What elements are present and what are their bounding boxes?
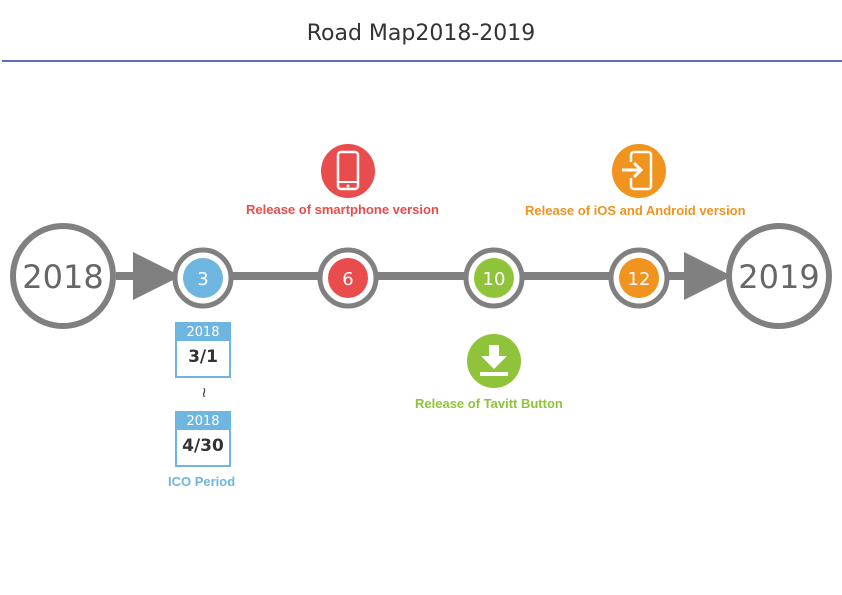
- page-title: Road Map2018-2019: [306, 21, 536, 46]
- ico-end-year: 2018: [177, 413, 229, 430]
- milestone-6-label: 6: [342, 269, 353, 290]
- smartphone-icon: [321, 144, 375, 198]
- download-icon: [467, 334, 521, 388]
- event-ios-android-label: Release of iOS and Android version: [525, 203, 746, 218]
- ico-end-calendar: 2018 4/30: [175, 411, 231, 467]
- milestone-12-label: 12: [628, 269, 651, 290]
- milestone-3-dot: [183, 258, 223, 298]
- milestone-10: 10: [463, 247, 525, 309]
- milestone-10-label: 10: [483, 269, 506, 290]
- event-tavitt-label: Release of Tavitt Button: [415, 396, 563, 411]
- milestone-10-dot: [474, 258, 514, 298]
- end-year-circle: [726, 223, 832, 329]
- start-year-circle: [10, 223, 116, 329]
- start-year-label: 2018: [22, 258, 103, 296]
- app-login-icon: [612, 144, 666, 198]
- ico-start-calendar: 2018 3/1: [175, 322, 231, 378]
- ico-start-date: 3/1: [188, 347, 218, 367]
- milestone-3: 3: [172, 247, 234, 309]
- milestone-6-dot: [328, 258, 368, 298]
- ico-end-date: 4/30: [182, 436, 224, 456]
- ico-range-separator: ~: [193, 387, 214, 398]
- milestone-12-dot: [619, 258, 659, 298]
- milestone-6: 6: [317, 247, 379, 309]
- end-year-label: 2019: [738, 258, 819, 296]
- ico-start-year: 2018: [177, 324, 229, 341]
- event-smartphone-label: Release of smartphone version: [246, 202, 439, 217]
- ico-period-label: ICO Period: [168, 474, 236, 489]
- milestone-3-label: 3: [197, 269, 208, 290]
- title-divider: [2, 60, 842, 62]
- milestone-12: 12: [608, 247, 670, 309]
